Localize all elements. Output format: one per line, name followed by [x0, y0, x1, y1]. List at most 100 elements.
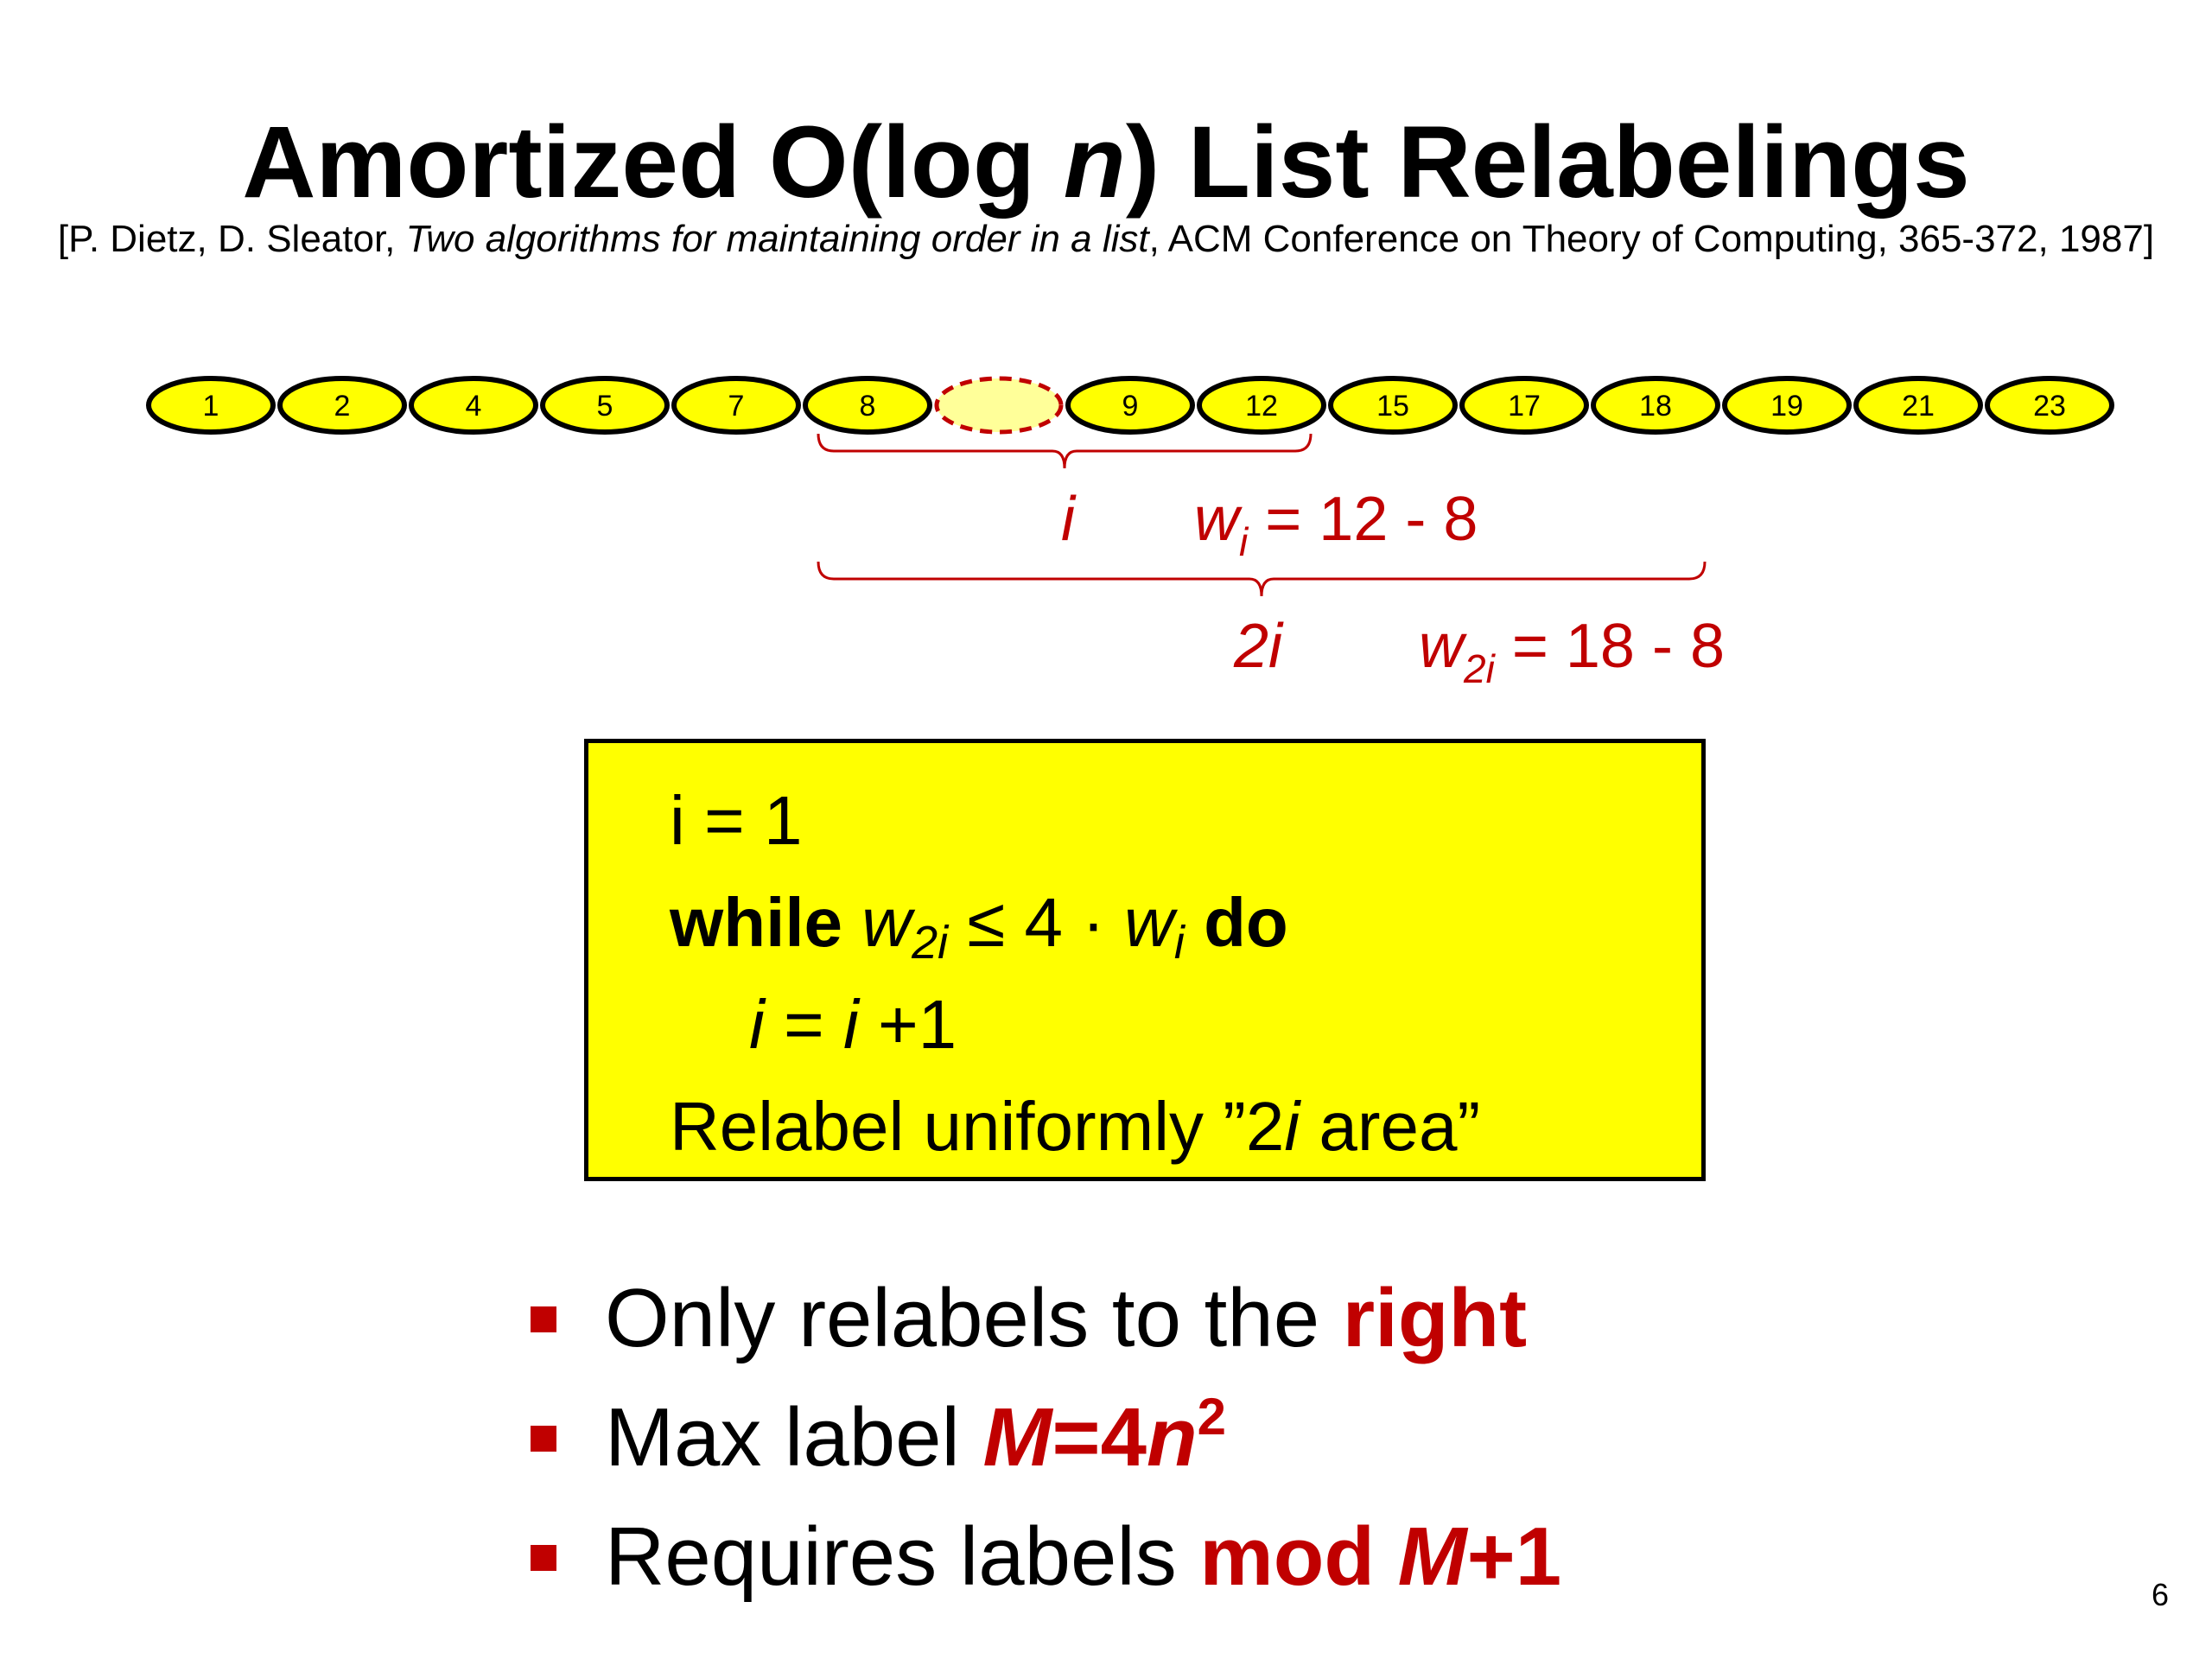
- formula-sub-2i: 2i: [1463, 646, 1497, 691]
- algorithm-line-2: while w2i ≤ 4 · wi do: [670, 881, 1288, 966]
- title-suffix: ) List Relabelings: [1125, 105, 1970, 219]
- inserted-node: [934, 376, 1064, 435]
- formula-value: = 12 - 8: [1248, 485, 1478, 554]
- brace-2i-formula: w2i = 18 - 8: [1419, 612, 1725, 691]
- node-label: 9: [1122, 390, 1139, 423]
- list-node: 8: [803, 376, 932, 435]
- list-node: 4: [409, 376, 538, 435]
- var-w: w: [1124, 884, 1174, 961]
- node-label: 2: [334, 390, 351, 423]
- list-node: 2: [277, 376, 407, 435]
- list-node: 12: [1197, 376, 1326, 435]
- list-node: 17: [1459, 376, 1589, 435]
- node-shape: [803, 376, 932, 435]
- citation-authors: [P. Dietz, D. Sleator,: [57, 218, 406, 260]
- bullet-text: Max label M=4n2: [605, 1389, 1226, 1486]
- bullet-3-accent: mod M+1: [1199, 1510, 1561, 1603]
- algorithm-line-3: i = i +1: [749, 983, 957, 1066]
- bullet-3-text: Requires labels: [605, 1510, 1200, 1603]
- exponent: 2: [1197, 1388, 1226, 1446]
- list-node: 21: [1853, 376, 1983, 435]
- keyword-while: while: [670, 884, 843, 961]
- var-m: M: [982, 1391, 1052, 1484]
- node-label: 15: [1376, 390, 1409, 423]
- node-label: 5: [597, 390, 613, 423]
- node-label: 1: [203, 390, 219, 423]
- node-label: 4: [466, 390, 482, 423]
- list-node: 5: [540, 376, 670, 435]
- bullet-square-icon: [531, 1306, 556, 1332]
- node-shape: [146, 376, 276, 435]
- inserted-node-shape: [934, 376, 1064, 435]
- var-m: M: [1397, 1510, 1467, 1603]
- bullet-1-text: Only relabels to the: [605, 1272, 1343, 1364]
- bullet-2-accent: M=4n2: [983, 1391, 1226, 1484]
- node-shape: [1853, 376, 1983, 435]
- accent-mid: =4: [1052, 1391, 1147, 1484]
- citation-paper-title: Two algorithms for maintaining order in …: [405, 218, 1149, 260]
- node-shape: [277, 376, 407, 435]
- node-label: 7: [728, 390, 745, 423]
- node-label: 19: [1770, 390, 1803, 423]
- list-node: 23: [1985, 376, 2114, 435]
- node-shape: [1459, 376, 1589, 435]
- formula-w: w: [1419, 612, 1467, 681]
- condition-operator: ≤ 4 ·: [948, 884, 1125, 961]
- init-statement: i = 1: [670, 782, 803, 859]
- list-node: 15: [1328, 376, 1458, 435]
- var-w: w: [861, 884, 912, 961]
- accent-plus-one: +1: [1466, 1510, 1562, 1603]
- node-label: 21: [1902, 390, 1935, 423]
- braces: [817, 433, 1707, 597]
- algorithm-line-1: i = 1: [670, 779, 802, 862]
- list-node: 1: [146, 376, 276, 435]
- formula-w: w: [1194, 485, 1243, 554]
- bullet-text: Requires labels mod M+1: [605, 1509, 1561, 1605]
- algorithm-box: i = 1 while w2i ≤ 4 · wi do i = i +1 Rel…: [584, 739, 1706, 1181]
- algorithm-line-4: Relabel uniformly ”2i area”: [670, 1085, 1480, 1168]
- citation: [P. Dietz, D. Sleator, Two algorithms fo…: [12, 216, 2200, 263]
- node-shape: [540, 376, 670, 435]
- node-label: 8: [860, 390, 876, 423]
- slide-title: Amortized O(log n) List Relabelings: [0, 102, 2212, 223]
- relabel-prefix: Relabel uniformly ”2: [670, 1088, 1285, 1165]
- bullet-1-accent: right: [1342, 1272, 1528, 1364]
- bullet-square-icon: [531, 1545, 556, 1571]
- var-i: i: [749, 986, 765, 1063]
- brace-2i-label: 2i: [1233, 612, 1284, 681]
- node-shape: [671, 376, 801, 435]
- bullet-text: Only relabels to the right: [605, 1270, 1527, 1367]
- brace-i-formula: wi = 12 - 8: [1194, 485, 1478, 564]
- brace-2i: [817, 561, 1707, 597]
- var-i: i: [1284, 1088, 1300, 1165]
- sub-2i: 2i: [912, 917, 949, 969]
- accent-mod: mod: [1199, 1510, 1398, 1603]
- brace-i-label: i: [1061, 485, 1077, 554]
- bullet-square-icon: [531, 1426, 556, 1452]
- node-shape: [1985, 376, 2114, 435]
- node-shape: [409, 376, 538, 435]
- node-shape: [1328, 376, 1458, 435]
- bullet-2-text: Max label: [605, 1391, 983, 1484]
- node-shape: [1722, 376, 1852, 435]
- node-label: 12: [1245, 390, 1278, 423]
- title-prefix: Amortized O(log: [242, 105, 1064, 219]
- brace-i: [817, 433, 1313, 469]
- title-variable: n: [1063, 105, 1126, 219]
- list-node: 7: [671, 376, 801, 435]
- keyword-do: do: [1204, 884, 1288, 961]
- var-n: n: [1146, 1391, 1198, 1484]
- formula-sub-i: i: [1239, 519, 1249, 564]
- formula-value: = 18 - 8: [1495, 612, 1725, 681]
- node-shape: [1197, 376, 1326, 435]
- relabel-suffix: area”: [1300, 1088, 1481, 1165]
- assign-operator: =: [764, 986, 843, 1063]
- sub-i: i: [1173, 917, 1185, 969]
- node-label: 23: [2033, 390, 2066, 423]
- increment: +1: [858, 986, 957, 1063]
- page-number: 6: [2152, 1577, 2170, 1612]
- list-node: 19: [1722, 376, 1852, 435]
- node-label: 17: [1508, 390, 1541, 423]
